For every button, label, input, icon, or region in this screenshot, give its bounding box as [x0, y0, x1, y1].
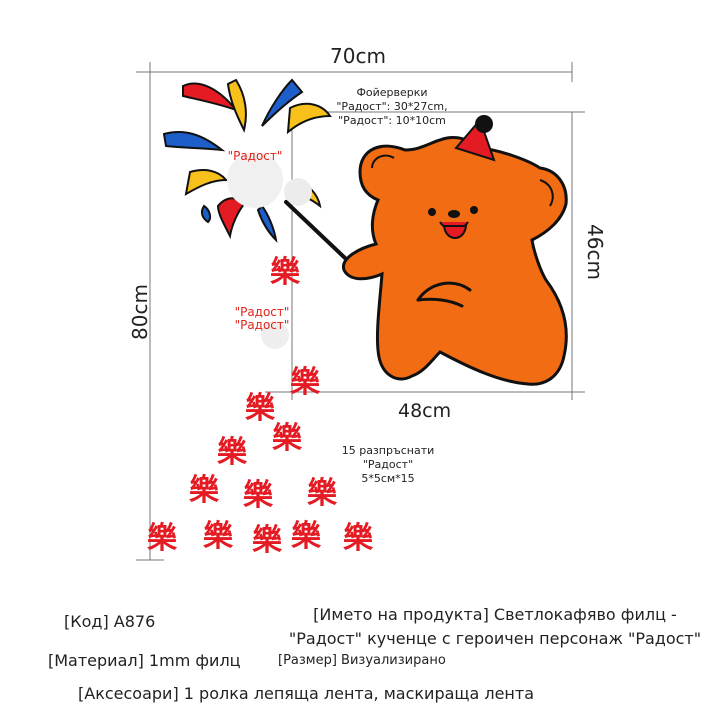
svg-text:樂: 樂: [290, 365, 321, 400]
dimension-lines: [136, 62, 585, 561]
svg-text:樂: 樂: [147, 521, 178, 556]
party-hat-icon: [454, 115, 496, 162]
svg-text:樂: 樂: [307, 476, 338, 511]
sparkler-stick: [284, 200, 347, 260]
dimension-bear-height: 46cm: [583, 224, 607, 280]
scattered-note-line: 5*5см*15: [361, 472, 415, 485]
svg-text:樂: 樂: [272, 421, 303, 456]
svg-text:樂: 樂: [189, 473, 220, 508]
radost-label-mid: "Радост" "Радост": [232, 306, 292, 332]
fireworks: [162, 78, 332, 243]
product-name: [Името на продукта] Светлокафяво филц - …: [285, 603, 705, 651]
product-accessories: [Аксесоари] 1 ролка лепяща лента, маскир…: [78, 684, 535, 703]
sparkler-glow: [227, 152, 312, 349]
scattered-note-line: 15 разпръснати: [341, 444, 435, 457]
scattered-joy-stickers: 樂 樂 樂 樂 樂 樂 樂 樂 樂 樂 樂 樂 樂: [147, 255, 374, 558]
bear-character: [342, 136, 568, 386]
product-size: [Размер] Визуализирано: [278, 653, 446, 668]
radost-label-line: "Радост": [234, 305, 290, 319]
radost-label-line: "Радост": [234, 318, 290, 332]
fireworks-note-line: Фойерверки: [356, 86, 428, 99]
svg-text:樂: 樂: [291, 519, 322, 554]
radost-label-top: "Радост": [227, 149, 283, 163]
scattered-note-line: "Радост": [362, 458, 414, 471]
svg-text:樂: 樂: [217, 435, 248, 470]
product-code: [Код] A876: [64, 612, 156, 631]
product-material: [Материал] 1mm филц: [48, 651, 241, 670]
product-name-line: "Радост" кученце с героичен персонаж "Ра…: [288, 629, 702, 648]
svg-text:樂: 樂: [243, 478, 274, 513]
dimension-height-total: 80cm: [128, 284, 152, 340]
svg-text:樂: 樂: [203, 519, 234, 554]
svg-text:樂: 樂: [343, 521, 374, 556]
dimension-bear-width: 48cm: [398, 400, 452, 422]
fireworks-note-line: "Радост": 10*10cm: [338, 114, 446, 127]
product-illustration: 樂 樂 樂 樂 樂 樂 樂 樂 樂 樂 樂 樂 樂 70cm 80cm 46cm…: [128, 44, 607, 561]
svg-text:樂: 樂: [245, 391, 276, 426]
scattered-note: 15 разпръснати "Радост" 5*5см*15: [336, 444, 440, 486]
svg-text:樂: 樂: [270, 255, 301, 290]
fireworks-note-line: "Радост": 30*27cm,: [336, 100, 448, 113]
product-name-line: [Името на продукта] Светлокафяво филц -: [313, 605, 677, 624]
fireworks-note: Фойерверки "Радост": 30*27cm, "Радост": …: [330, 86, 454, 128]
svg-text:樂: 樂: [252, 523, 283, 558]
dimension-width-total: 70cm: [330, 44, 386, 68]
illustration-canvas: 樂 樂 樂 樂 樂 樂 樂 樂 樂 樂 樂 樂 樂: [136, 62, 585, 561]
